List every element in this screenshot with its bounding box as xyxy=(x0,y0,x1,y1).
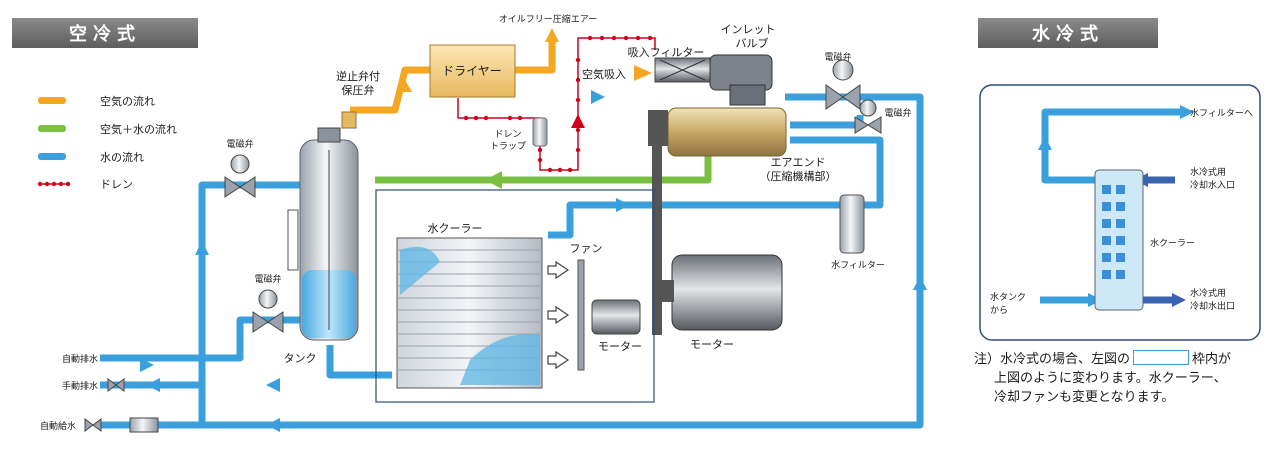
check-valve: 逆止弁付 保圧弁 xyxy=(336,69,380,129)
legend-label-air-water: 空気＋水の流れ xyxy=(100,122,177,136)
wc-out-label-2: 冷却水出口 xyxy=(1190,300,1235,312)
legend-swatch-air xyxy=(38,97,66,104)
wc-from-tank-label-1: 水タンク xyxy=(990,291,1026,303)
intake-filter-label: 吸入フィルター xyxy=(628,46,705,59)
air-water-pipe xyxy=(375,150,712,189)
water-filter-label: 水フィルター xyxy=(831,259,885,271)
inlet-valve xyxy=(709,54,773,106)
water-cooled-panel: 水フィルターへ 水冷式用 冷却水入口 水クーラー 水タンク から 水冷式用 冷却… xyxy=(979,84,1261,341)
legend-label-drain: ドレン xyxy=(100,178,133,191)
footnote-line-2: 上図のように変わります。水クーラー、 xyxy=(994,371,1227,386)
inlet-valve-label-1: インレット xyxy=(721,23,776,36)
air-end: エアエンド （圧縮機構部） xyxy=(648,107,837,183)
footnote-prefix: 注）水冷式の場合、左図の xyxy=(974,352,1131,367)
solenoid-valve-left: 電磁弁 xyxy=(224,138,256,198)
inlet-valve-label-2: バルブ xyxy=(736,36,769,50)
drain-line xyxy=(457,35,656,173)
legend-swatch-water xyxy=(38,153,66,160)
air-flow-arrows xyxy=(398,28,652,92)
drive-belt xyxy=(652,140,662,335)
header-water-cooled: 水冷式 xyxy=(978,18,1158,48)
manual-drain-label: 手動排水 xyxy=(62,380,98,392)
main-motor-label: モーター xyxy=(690,338,734,351)
water-cooler: 水クーラー xyxy=(396,222,543,389)
fan: ファン xyxy=(570,242,603,371)
solenoid-valve-lower: 電磁弁 xyxy=(252,273,284,333)
intake-filter xyxy=(654,57,711,83)
fan-label: ファン xyxy=(570,242,603,255)
main-motor: モーター xyxy=(662,254,783,351)
manual-drain-valve xyxy=(107,378,125,392)
fan-airflow-arrows xyxy=(547,260,570,370)
air-intake-label: 空気吸入 xyxy=(582,67,626,81)
legend: 空気の流れ 空気＋水の流れ 水の流れ ドレン xyxy=(37,94,177,191)
drain-trap-label-1: ドレン xyxy=(494,130,521,140)
wc-in-label-2: 冷却水入口 xyxy=(1190,179,1235,191)
water-flow-arrows xyxy=(140,90,927,432)
check-valve-label-1: 逆止弁付 xyxy=(336,69,380,83)
air-end-label-1: エアエンド xyxy=(771,156,826,169)
dryer: ドライヤー xyxy=(429,44,516,98)
check-valve-label-2: 保圧弁 xyxy=(342,83,375,97)
dryer-label: ドライヤー xyxy=(442,64,502,78)
water-cooler-label: 水クーラー xyxy=(428,222,483,235)
fan-motor-label: モーター xyxy=(598,340,642,353)
drain-trap: ドレン トラップ xyxy=(490,117,548,152)
drain-trap-label-2: トラップ xyxy=(490,141,526,152)
wc-in-label-1: 水冷式用 xyxy=(1190,166,1226,178)
footnote-line-3: 冷却ファンも変更となります。 xyxy=(994,390,1175,405)
water-filter: 水フィルター xyxy=(831,194,885,271)
solenoid-label-mid: 電磁弁 xyxy=(884,107,911,119)
legend-label-water: 水の流れ xyxy=(100,150,144,164)
tank: タンク xyxy=(284,127,359,365)
auto-drain-label: 自動排水 xyxy=(62,353,98,365)
auto-supply-label: 自動給水 xyxy=(40,420,76,432)
wc-out-label-1: 水冷式用 xyxy=(1190,287,1226,299)
legend-swatch-air-water xyxy=(38,125,66,132)
footnote: 注）水冷式の場合、左図の 枠内が 上図のように変わります。水クーラー、 冷却ファン… xyxy=(974,350,1274,407)
supply-strainer xyxy=(84,417,159,433)
solenoid-label-left: 電磁弁 xyxy=(226,138,253,150)
wc-cooler-label: 水クーラー xyxy=(1150,237,1195,249)
footnote-frame-symbol xyxy=(1133,350,1190,365)
water-pipes xyxy=(100,93,924,429)
tank-label: タンク xyxy=(284,352,317,365)
header-air-cooled-text: 空冷式 xyxy=(69,23,141,45)
solenoid-valve-top: 電磁弁 xyxy=(824,51,861,110)
solenoid-label-top: 電磁弁 xyxy=(824,51,851,63)
air-end-label-2: （圧縮機構部） xyxy=(760,169,837,183)
fan-motor: モーター xyxy=(591,299,642,353)
header-air-cooled: 空冷式 xyxy=(12,18,198,48)
solenoid-label-lower: 電磁弁 xyxy=(254,273,281,285)
solenoid-valve-mid: 電磁弁 xyxy=(854,99,912,134)
wc-from-tank-label-2: から xyxy=(990,305,1008,316)
footnote-line-1: 注）水冷式の場合、左図の 枠内が xyxy=(974,350,1274,369)
legend-label-air: 空気の流れ xyxy=(100,94,155,108)
header-water-cooled-text: 水冷式 xyxy=(1032,23,1104,45)
oil-free-air-label: オイルフリー圧縮エアー xyxy=(499,13,597,25)
footnote-suffix: 枠内が xyxy=(1192,352,1232,367)
wc-to-filter-label: 水フィルターへ xyxy=(1190,107,1253,119)
cooler-frame xyxy=(375,189,655,403)
